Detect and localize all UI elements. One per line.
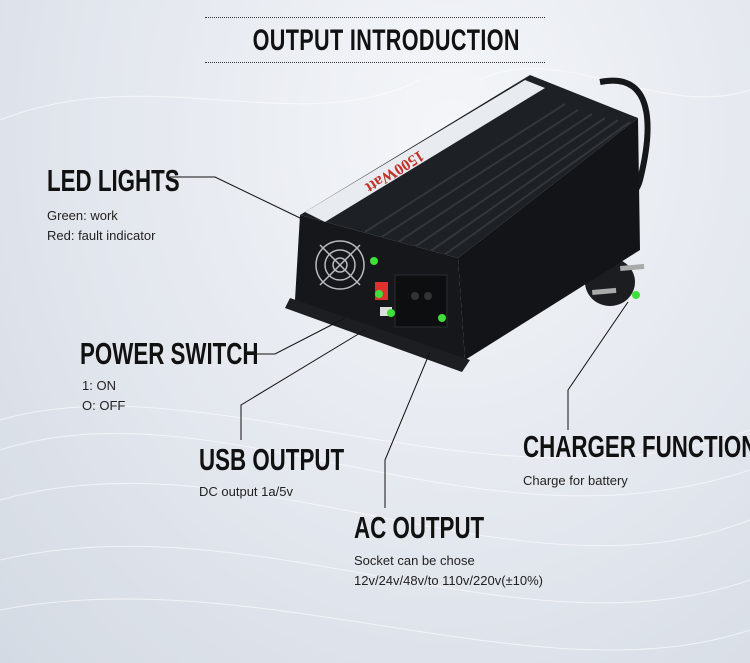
indicator-dots	[370, 257, 640, 322]
led-red-text: Red: fault indicator	[47, 228, 156, 243]
ac-voltage-text: 12v/24v/48v/to 110v/220v(±10%)	[354, 573, 544, 588]
led-green-text: Green: work	[47, 208, 118, 223]
fan-grille-icon	[315, 240, 365, 290]
charger-text: Charge for battery	[523, 473, 628, 488]
inverter-side	[458, 118, 640, 360]
page-title: OUTPUT INTRODUCTION	[252, 24, 520, 57]
inverter-label-panel	[305, 80, 545, 222]
charger-function-heading: CHARGER FUNCTION	[523, 429, 750, 464]
power-switch-heading: POWER SWITCH	[80, 336, 259, 371]
usb-port	[380, 307, 392, 316]
title-banner: OUTPUT INTRODUCTION	[205, 17, 545, 63]
usb-spec-text: DC output 1a/5v	[199, 484, 293, 499]
charger-function-description: Charge for battery	[523, 471, 628, 491]
leader-lines	[170, 176, 629, 508]
mounting-flange	[285, 298, 470, 372]
power-on-text: 1: ON	[82, 378, 116, 393]
power-off-text: O: OFF	[82, 398, 126, 413]
usb-output-description: DC output 1a/5v	[199, 482, 293, 502]
led-lights-heading: LED LIGHTS	[47, 163, 180, 198]
ac-output-description: Socket can be chose 12v/24v/48v/to 110v/…	[354, 551, 543, 591]
ac-output-heading: AC OUTPUT	[354, 510, 485, 545]
usb-output-heading: USB OUTPUT	[199, 442, 345, 477]
power-switch-description: 1: ON O: OFF	[82, 376, 125, 416]
ac-socket-text: Socket can be chose	[354, 553, 475, 568]
led-lights-description: Green: work Red: fault indicator	[47, 206, 155, 246]
